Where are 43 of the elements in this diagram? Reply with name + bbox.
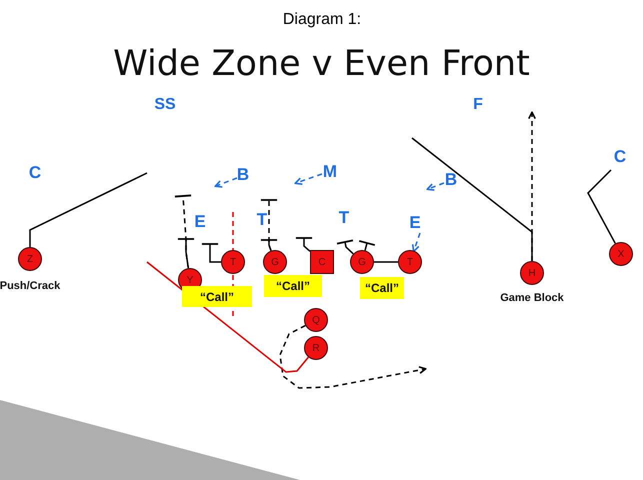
- assignment-note: Game Block: [500, 292, 564, 304]
- center-square: C: [310, 250, 334, 274]
- block-route: [295, 237, 313, 252]
- player-circle: X: [609, 242, 633, 266]
- block-route: [174, 194, 192, 268]
- route-line: [374, 261, 398, 263]
- defender-label: T: [256, 210, 268, 230]
- player-circle: Z: [18, 247, 42, 271]
- call-tag: “Call”: [360, 277, 404, 299]
- player-circle: G: [350, 250, 374, 274]
- defender-label: E: [409, 213, 421, 233]
- route-arrow: [426, 182, 444, 191]
- defender-label: C: [28, 163, 42, 183]
- route-arrow: [214, 177, 238, 188]
- defender-label: SS: [154, 96, 176, 114]
- block-route: [336, 240, 354, 254]
- diagram-title: Wide Zone v Even Front: [113, 44, 530, 84]
- block-route: [260, 199, 278, 251]
- player-circle: G: [263, 250, 287, 274]
- call-tag: “Call”: [264, 275, 322, 297]
- defender-label: B: [444, 170, 458, 190]
- defender-label: B: [236, 165, 250, 185]
- player-circle: H: [520, 261, 544, 285]
- defender-label: T: [338, 208, 350, 228]
- diagram-number: Diagram 1:: [282, 11, 362, 29]
- route-line: [412, 137, 533, 261]
- route-arrow: [279, 324, 427, 389]
- route-arrow: [294, 173, 322, 185]
- player-circle: R: [304, 336, 328, 360]
- defender-label: M: [322, 162, 338, 182]
- block-route: [201, 243, 221, 263]
- defender-label: E: [194, 212, 206, 232]
- player-circle: T: [221, 250, 245, 274]
- route-line: [29, 172, 148, 247]
- player-circle: Q: [304, 308, 328, 332]
- defender-label: F: [473, 96, 483, 114]
- assignment-note: Push/Crack: [0, 280, 60, 292]
- defender-label: C: [614, 147, 626, 167]
- call-tag: “Call”: [182, 286, 252, 307]
- route-line: [587, 169, 616, 244]
- route-arrow: [412, 232, 421, 252]
- block-route: [358, 240, 376, 251]
- player-circle: T: [398, 250, 422, 274]
